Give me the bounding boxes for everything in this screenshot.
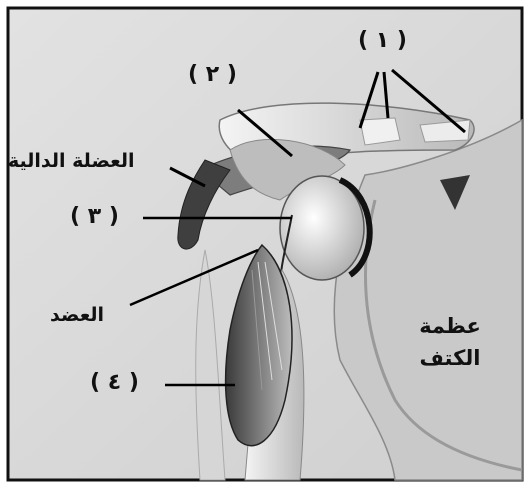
label-humerus: العضد (50, 306, 104, 325)
label-4: ( ٤ ) (90, 372, 139, 394)
label-3: ( ٣ ) (70, 206, 119, 228)
ligament-patch-a (360, 118, 400, 145)
label-2: ( ٢ ) (188, 64, 237, 86)
label-scapula-line1: عظمة (410, 316, 490, 337)
humerus-head (280, 176, 364, 280)
label-scapula-line2: الكتف (410, 348, 490, 369)
label-1: ( ١ ) (358, 30, 407, 52)
label-deltoid: العضلة الدالية (8, 152, 135, 171)
